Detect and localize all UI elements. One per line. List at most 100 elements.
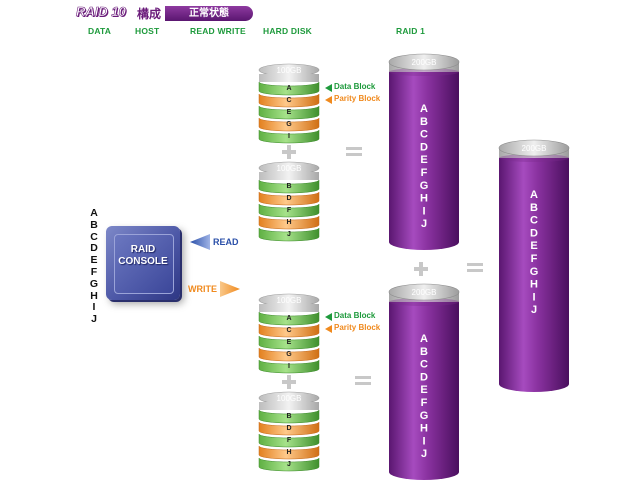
- disk-spacer: [259, 172, 319, 180]
- read-label: READ: [213, 237, 239, 247]
- header-data: DATA: [88, 26, 112, 36]
- cylinder-top-cap: [388, 53, 460, 71]
- data-letter: B: [90, 218, 98, 231]
- parity-block-marker-icon: [325, 96, 332, 104]
- equals-icon: [355, 376, 371, 385]
- cylinder-letter: A: [420, 333, 428, 345]
- cylinder-letter: B: [530, 202, 538, 214]
- disk-block-letter: C: [286, 97, 291, 104]
- disk-block-letter: J: [287, 231, 291, 238]
- disk-spacer: [259, 304, 319, 312]
- disk-block-letter: A: [286, 315, 291, 322]
- raid-console-line2: CONSOLE: [118, 256, 168, 267]
- disk-band-green: [258, 335, 320, 350]
- cylinder-letter: G: [530, 266, 539, 278]
- cylinder-letter: B: [420, 346, 428, 358]
- data-letter: F: [90, 265, 98, 278]
- disk-block-letter: E: [287, 109, 292, 116]
- equals-icon: [467, 263, 483, 272]
- disk-band-green: [258, 105, 320, 120]
- data-letter: C: [90, 230, 98, 243]
- legend-parity-block: Parity Block: [334, 323, 381, 332]
- status-badge: 正常状態: [165, 6, 253, 21]
- legend-data-block: Data Block: [334, 311, 376, 320]
- cylinder-letter: A: [420, 103, 428, 115]
- disk-block-letter: J: [287, 461, 291, 468]
- disk-block-letter: C: [286, 327, 291, 334]
- raid-console-label: RAID CONSOLE: [106, 244, 180, 268]
- title-raid-level: RAID 10: [76, 4, 126, 20]
- cylinder-letter: D: [530, 227, 538, 239]
- disk-band-green: [258, 81, 320, 96]
- cylinder-letter: I: [422, 205, 425, 217]
- disk-band-green: [258, 179, 320, 194]
- cylinder-body: [499, 156, 569, 392]
- cylinder-letter: C: [420, 129, 428, 141]
- parity-block-marker-icon: [325, 325, 332, 333]
- cylinder-rim-shadow: [499, 154, 569, 162]
- cylinder-letter: C: [530, 215, 538, 227]
- disk-block-letter: I: [288, 363, 290, 370]
- raid-console-face: [114, 234, 174, 294]
- disk-band-orange: [258, 347, 320, 362]
- cylinder-letter: J: [421, 218, 427, 230]
- disk-block-letter: A: [286, 85, 291, 92]
- disk-block-letter: G: [286, 121, 292, 128]
- cylinder-letter: E: [530, 240, 537, 252]
- disk-block-letter: D: [286, 425, 291, 432]
- disk-spacer: [259, 402, 319, 410]
- cylinder-letter: H: [530, 279, 538, 291]
- disk-block-letter: B: [286, 183, 291, 190]
- disk-block-letter: F: [287, 437, 292, 444]
- cylinder-letter: F: [531, 253, 538, 265]
- read-arrow-icon: [190, 234, 210, 250]
- disk-band-green: [258, 203, 320, 218]
- disk-band-orange: [258, 191, 320, 206]
- data-letter: J: [91, 313, 97, 326]
- cylinder-letter: C: [420, 359, 428, 371]
- cylinder-letter: I: [422, 435, 425, 447]
- disk-block-letter: I: [288, 133, 290, 140]
- header-host: HOST: [135, 26, 160, 36]
- data-block-marker-icon: [325, 84, 332, 92]
- data-block-marker-icon: [325, 313, 332, 321]
- disk-capacity: 100GB: [277, 66, 302, 75]
- write-arrow-icon: [220, 281, 240, 297]
- legend-parity-block: Parity Block: [334, 94, 381, 103]
- disk-band-green: [258, 129, 320, 144]
- cylinder-rim-shadow: [389, 298, 459, 306]
- cylinder-body: [389, 300, 459, 480]
- cylinder-letter: D: [420, 141, 428, 153]
- disk-block-letter: G: [286, 351, 292, 358]
- cylinder-letter: D: [420, 371, 428, 383]
- header-raid1: RAID 1: [396, 26, 426, 36]
- cylinder-letter: I: [532, 291, 535, 303]
- disk-band-green: [258, 311, 320, 326]
- disk-band-green: [258, 457, 320, 472]
- disk-band-orange: [258, 215, 320, 230]
- disk-block-letter: H: [286, 219, 291, 226]
- plus-icon: [282, 375, 296, 389]
- cylinder-body: [389, 70, 459, 250]
- disk-block-letter: F: [287, 207, 292, 214]
- data-letter: I: [92, 301, 96, 314]
- disk-spacer: [259, 74, 319, 82]
- plus-icon: [414, 262, 428, 276]
- disk-band-orange: [258, 93, 320, 108]
- cylinder-capacity: 200GB: [412, 288, 437, 297]
- header-hard-disk: HARD DISK: [263, 26, 313, 36]
- cylinder-capacity: 200GB: [412, 58, 437, 67]
- disk-band-orange: [258, 117, 320, 132]
- cylinder-letter: F: [421, 397, 428, 409]
- disk-capacity: 100GB: [277, 164, 302, 173]
- cylinder-letter: F: [421, 167, 428, 179]
